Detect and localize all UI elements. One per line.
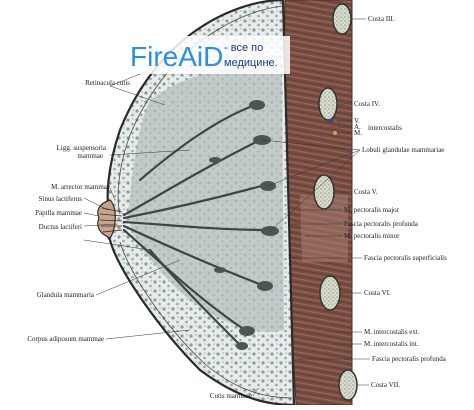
label-papilla-mammae: Papilla mammae (35, 209, 82, 217)
sinus-lactiferus (99, 207, 123, 233)
watermark-logo: FireAiD - все по медицине. (128, 36, 290, 74)
rib-5 (313, 174, 335, 210)
label-fascia-superficialis: Fascia pectoralis superficialis (364, 254, 447, 262)
label-glandula-mammaria: Glandula mammaria (37, 291, 95, 299)
watermark-tagline-1: - все по (224, 42, 263, 54)
label-ligg-suspensoria: Ligg. suspensoria (57, 144, 107, 152)
label-costa-4: Costa IV. (354, 100, 380, 108)
rib-7 (338, 369, 358, 401)
label-ligg-suspensoria-2: mammae (77, 152, 103, 160)
lobuli (209, 100, 279, 350)
intercostal-vessels (328, 118, 337, 135)
skin-inner-line-lower (119, 241, 293, 399)
label-lobuli: Lobuli glandulae mammariae (362, 146, 444, 154)
label-intercostalis-int: M. intercostalis int. (364, 340, 419, 348)
label-intercostalis: intercostalis (368, 124, 402, 132)
rib-3 (332, 3, 352, 35)
label-costa-7: Costa VII. (371, 381, 400, 389)
label-m-arrector-mammae: M. arrector mammae (51, 183, 110, 191)
watermark-tagline-2: медицине. (224, 57, 278, 69)
label-pectoralis-major: M. pectoralis major (344, 206, 400, 214)
watermark-brand: FireAiD (130, 41, 223, 72)
label-arteria: A. (354, 123, 361, 131)
papilla-mammae (97, 199, 116, 239)
label-vena: V. (354, 117, 360, 125)
label-intercostalis-ext: M. intercostalis ext. (364, 328, 420, 336)
leader-lines-right (261, 18, 370, 386)
pectoralis-minor (300, 195, 348, 262)
label-retinacula-cutis: Retinacula cutis (85, 79, 130, 87)
label-pectoralis-minor: M. pectoralis minor (344, 232, 400, 240)
label-costa-3: Costa III. (368, 15, 395, 23)
label-costa-5: Costa V. (354, 188, 378, 196)
label-cutis-mammae: Cutis mammae (210, 392, 252, 400)
label-fascia-profunda-2: Fascia pectoralis profunda (372, 355, 447, 363)
skin-inner-line (117, 5, 284, 215)
label-corpus-adiposum: Corpus adiposum mammae (27, 335, 104, 343)
label-sinus-lactiferus: Sinus lactiferus (39, 195, 83, 203)
label-fascia-profunda: Fascia pectoralis profunda (344, 220, 419, 228)
label-costa-6: Costa VI. (364, 289, 391, 297)
label-musculus: M. (354, 129, 362, 137)
lactiferous-ducts (122, 103, 270, 347)
rib-6 (319, 275, 341, 311)
rib-4 (318, 87, 338, 121)
label-ductus-lactiferi: Ductus lactiferi (39, 223, 82, 231)
